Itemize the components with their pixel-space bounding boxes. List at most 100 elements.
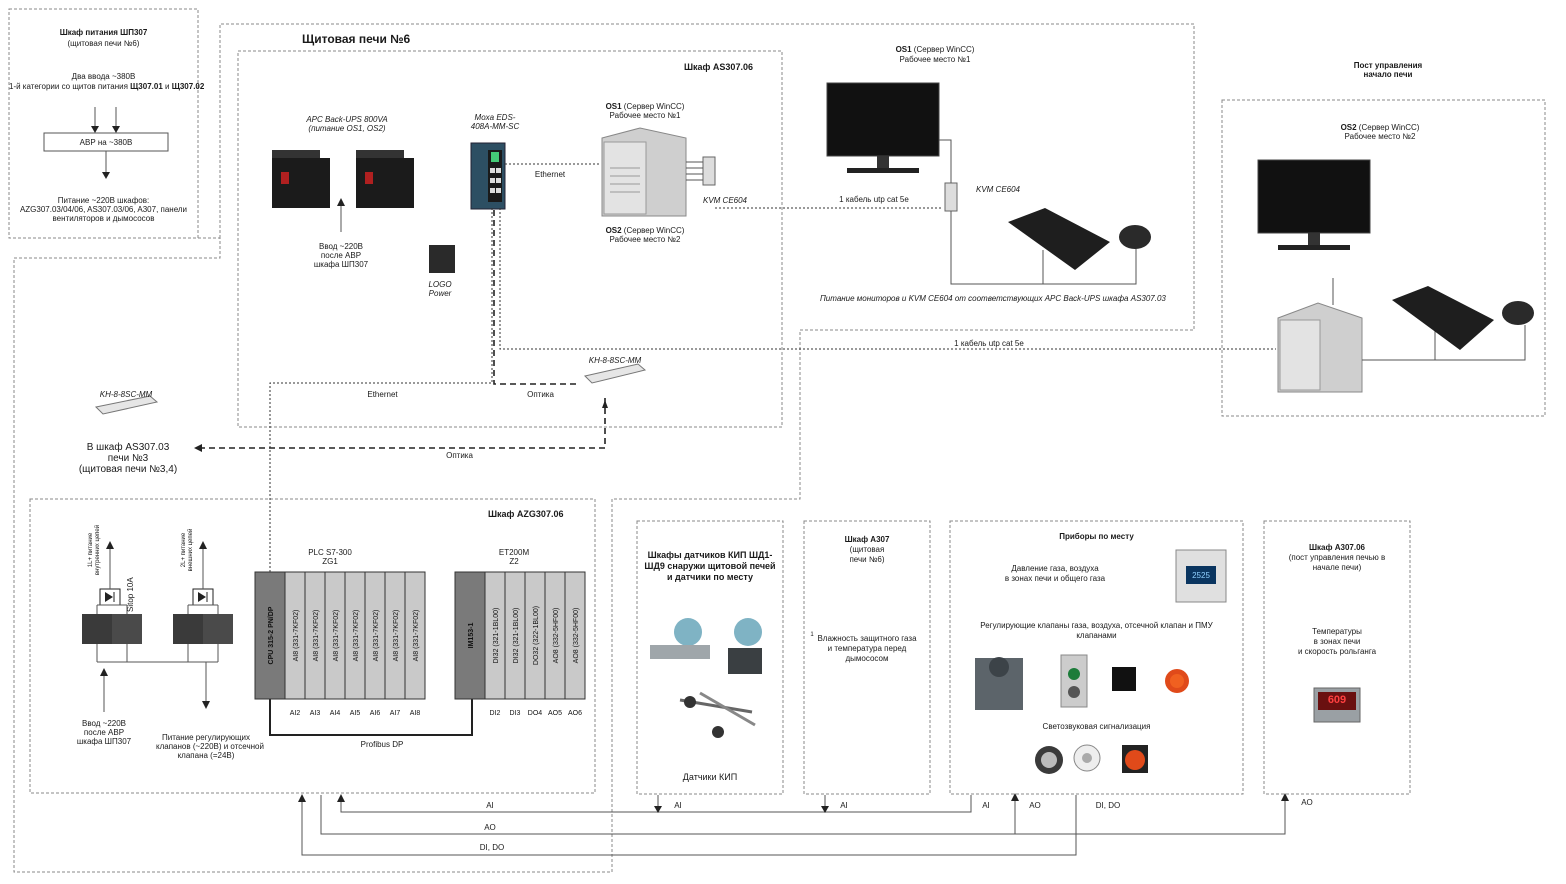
signal-ai-pribory: AI — [982, 801, 990, 810]
rack-module-label: DI32 (321-1BL00) — [493, 608, 500, 664]
ws1-os1-title: OS1 (Сервер WinCC) — [895, 45, 975, 54]
keyboard-1 — [1008, 208, 1110, 270]
ups-input-2: после АВР — [320, 251, 362, 260]
pribory-signal: Светозвуковая сигнализация — [1042, 722, 1151, 731]
rack-module-tag: AO6 — [568, 710, 582, 717]
shd-title-1: Шкафы датчиков КИП ШД1- — [647, 550, 773, 560]
signal-dido-1: DI, DO — [479, 843, 505, 852]
azg-input-3: шкафа ШП307 — [76, 737, 132, 746]
monitor-os2 — [1257, 159, 1371, 250]
pribory-title: Приборы по месту — [1059, 532, 1134, 541]
valve-actuator-image — [975, 657, 1023, 710]
rack-module-label: AI8 (331-7KF02) — [353, 610, 360, 662]
rack-module-label: DO32 (322-1BL00) — [533, 606, 540, 665]
shp307-out-2: AZG307.03/04/06, AS307.03/06, A307, пане… — [19, 205, 188, 214]
ws1-os1-sub: Рабочее место №1 — [899, 55, 971, 64]
monitor-os1 — [826, 82, 940, 173]
rack-module-label: AI8 (331-7KF02) — [413, 610, 420, 662]
rack-module-tag: AO5 — [548, 710, 562, 717]
as307-os2-sub: Рабочее место №2 — [609, 235, 681, 244]
sensor-images — [650, 618, 762, 738]
server-tower-1 — [601, 127, 687, 217]
frame-pribory — [949, 520, 1244, 795]
utp-label-2: 1 кабель utp cat 5e — [954, 339, 1024, 348]
control-panel-image — [1060, 654, 1088, 708]
et-title: ET200M — [498, 548, 530, 557]
frame-azg — [29, 498, 596, 794]
signal-ai-1: AI — [486, 801, 494, 810]
rack-module — [564, 571, 586, 700]
moxa-label-2: 408A-MM-SC — [470, 122, 520, 131]
sitop-supplies — [82, 541, 233, 712]
server-tower-2 — [1277, 302, 1363, 393]
kh-patch-panel-2 — [94, 395, 159, 415]
moxa-label: Moxa EDS- — [474, 113, 516, 122]
as307-os1-title: OS1 (Сервер WinCC) — [605, 102, 685, 111]
beacon-image — [1122, 745, 1148, 773]
mouse-2 — [1502, 301, 1534, 325]
et-subtitle: Z2 — [509, 557, 519, 566]
pressure-gauge-image — [1175, 549, 1227, 603]
shd-title-3: и датчики по месту — [666, 572, 754, 582]
frame-as307 — [237, 50, 783, 428]
rack-module-label: AO8 (332-5HF00) — [573, 608, 580, 664]
kvm-switch-1 — [702, 156, 716, 186]
supply-internal-label: 1L+ питание внутренних цепей — [88, 524, 101, 576]
logo-label: LOGO — [428, 280, 452, 289]
shp307-subtitle: (щитовая печи №6) — [67, 39, 140, 48]
a307-footnote: 1 — [810, 632, 814, 638]
shp307-out-1: Питание ~220В шкафов: — [57, 196, 150, 205]
kh-patch-panel-1 — [584, 363, 647, 384]
rack-module-tag: AI4 — [330, 710, 341, 717]
a307-desc-1: Влажность защитного газа — [817, 634, 917, 643]
ups-1 — [272, 150, 330, 208]
shd-footer: Датчики КИП — [682, 772, 738, 782]
ups-input-1: Ввод ~220В — [318, 242, 363, 251]
a30706-desc-3: и скорость рольганга — [1297, 647, 1377, 656]
a30706-title-3: начале печи) — [1312, 563, 1362, 572]
rack-module-label: DI32 (321-1BL00) — [513, 608, 520, 664]
post-os2-title: OS2 (Сервер WinCC) — [1340, 123, 1420, 132]
temperature-display-value: 609 — [1327, 694, 1347, 706]
remote-line-3: (щитовая печи №3,4) — [78, 464, 178, 475]
signal-ai-shd: AI — [674, 801, 682, 810]
signal-ai-a307: AI — [840, 801, 848, 810]
rack-module-label: AI8 (331-7KF02) — [333, 610, 340, 662]
as307-os1-sub: Рабочее место №1 — [609, 111, 681, 120]
optics-label-1: Оптика — [527, 390, 554, 399]
signal-ao-1: AO — [484, 823, 496, 832]
rack-module-tag: AI3 — [310, 710, 321, 717]
kh-label-1: KH-8-8SC-MM — [588, 356, 642, 365]
rack-module-label: AI8 (331-7KF02) — [293, 610, 300, 662]
post-title-2: начало печи — [1363, 70, 1413, 79]
plc-subtitle: ZG1 — [322, 557, 338, 566]
frame-a307 — [803, 520, 931, 795]
frame-room — [13, 23, 1195, 873]
rack-module-tag: AI6 — [370, 710, 381, 717]
azg-title: Шкаф AZG307.06 — [488, 509, 564, 519]
signal-ao-pribory: AO — [1029, 801, 1041, 810]
as307-title: Шкаф AS307.06 — [684, 62, 753, 72]
azg-output-3: клапана (=24В) — [177, 751, 235, 760]
rack-module-label: AO8 (332-5HF00) — [553, 608, 560, 664]
rack-module-tag: AI8 — [410, 710, 421, 717]
rack-module-tag: DI2 — [490, 710, 501, 717]
a30706-title: Шкаф A307.06 — [1309, 543, 1365, 552]
logo-power-unit — [429, 245, 455, 273]
shp307-title: Шкаф питания ШП307 — [59, 28, 148, 37]
shd-title-2: ШД9 снаружи щитовой печей — [644, 561, 776, 571]
a307-title-3: печи №6) — [849, 555, 885, 564]
rack-module — [404, 571, 426, 700]
a307-desc-2: и температура перед — [827, 644, 907, 653]
room-title: Щитовая печи №6 — [302, 32, 411, 46]
azg-output-1: Питание регулирующих — [162, 733, 250, 742]
signal-ao-post: AO — [1301, 798, 1313, 807]
siren-image-2 — [1073, 744, 1101, 772]
a307-title: Шкаф A307 — [844, 535, 890, 544]
azg-input-1: Ввод ~220В — [81, 719, 126, 728]
rack-module-tag: AI2 — [290, 710, 301, 717]
ethernet-label-2: Ethernet — [367, 390, 398, 399]
pressure-display-value: 2525 — [1192, 571, 1210, 580]
rack-module — [254, 571, 286, 700]
